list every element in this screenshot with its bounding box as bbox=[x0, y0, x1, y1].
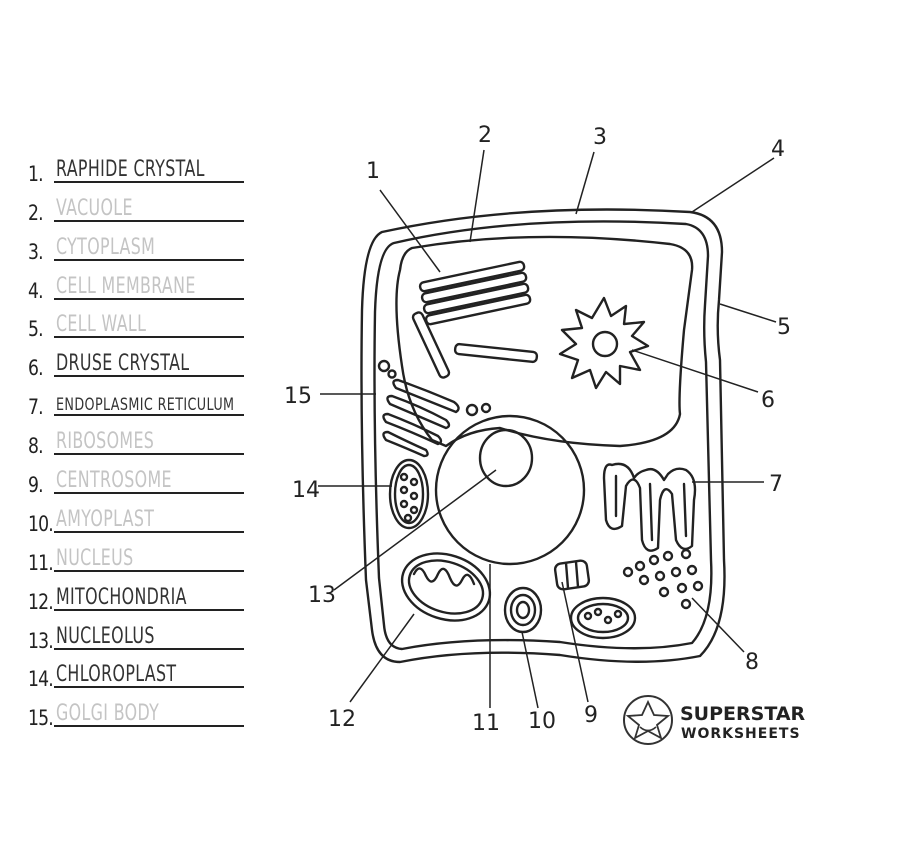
answer-row-15: 15.GOLGI BODY bbox=[28, 690, 258, 729]
answer-row-5: 5. CELL WALL bbox=[28, 302, 258, 341]
answer-line bbox=[54, 414, 244, 417]
golgi-body bbox=[377, 359, 492, 458]
answer-row-4: 4. CELL MEMBRANE bbox=[28, 263, 258, 302]
callout-15: 15 bbox=[284, 384, 312, 409]
answer-text: MITOCHONDRIA bbox=[56, 584, 187, 610]
answer-text: RIBOSOMES bbox=[56, 429, 155, 455]
answer-text: GOLGI BODY bbox=[56, 701, 160, 727]
answer-line bbox=[54, 569, 244, 572]
answer-row-7: 7. ENDOPLASMIC RETICULUM bbox=[28, 379, 258, 418]
chloroplast bbox=[388, 458, 430, 530]
callout-5: 5 bbox=[777, 315, 791, 340]
callout-numbers: 1 2 3 4 5 6 7 8 9 10 11 12 13 14 15 bbox=[284, 123, 791, 736]
callout-4: 4 bbox=[771, 137, 785, 162]
answer-number: 5. bbox=[28, 317, 44, 342]
answer-line bbox=[54, 686, 244, 689]
callout-12: 12 bbox=[328, 707, 356, 732]
mitochondria bbox=[400, 552, 492, 622]
raphide-crystal bbox=[411, 260, 539, 379]
answer-text: NUCLEUS bbox=[56, 545, 134, 571]
answer-row-6: 6. DRUSE CRYSTAL bbox=[28, 340, 258, 379]
answer-text: CYTOPLASM bbox=[56, 234, 156, 260]
answer-text: AMYOPLAST bbox=[56, 506, 155, 532]
centrosome bbox=[553, 559, 591, 591]
callout-10: 10 bbox=[528, 709, 556, 734]
answer-number: 14. bbox=[28, 667, 54, 692]
answer-number: 10. bbox=[28, 511, 54, 536]
answer-row-8: 8. RIBOSOMES bbox=[28, 418, 258, 457]
vacuole bbox=[395, 235, 694, 448]
answer-line bbox=[54, 375, 244, 378]
answer-line bbox=[54, 453, 244, 456]
answer-number: 13. bbox=[28, 628, 54, 653]
answer-row-12: 12.MITOCHONDRIA bbox=[28, 574, 258, 613]
answer-number: 7. bbox=[28, 395, 44, 420]
answer-row-9: 9. CENTROSOME bbox=[28, 457, 258, 496]
logo-line1: SUPERSTAR bbox=[680, 703, 806, 725]
callout-11: 11 bbox=[472, 711, 500, 736]
callout-3: 3 bbox=[593, 125, 607, 150]
cell-membrane bbox=[373, 220, 713, 651]
answer-number: 6. bbox=[28, 356, 44, 381]
answer-line bbox=[54, 297, 244, 300]
answer-row-13: 13.NUCLEOLUS bbox=[28, 613, 258, 652]
callout-6: 6 bbox=[761, 388, 775, 413]
answer-row-3: 3. CYTOPLASM bbox=[28, 224, 258, 263]
callout-2: 2 bbox=[478, 123, 492, 148]
endoplasmic-reticulum bbox=[602, 462, 697, 552]
answer-line bbox=[54, 219, 244, 222]
callout-8: 8 bbox=[745, 650, 759, 675]
answer-row-11: 11.NUCLEUS bbox=[28, 535, 258, 574]
callout-1: 1 bbox=[366, 159, 380, 184]
star-face-icon bbox=[623, 695, 673, 745]
nucleus bbox=[434, 414, 586, 566]
callout-13: 13 bbox=[308, 583, 336, 608]
answer-list: 1.RAPHIDE CRYSTAL 2.VACUOLE 3.CYTOPLASM … bbox=[28, 146, 258, 729]
answer-row-1: 1. RAPHIDE CRYSTAL bbox=[28, 146, 258, 185]
answer-number: 3. bbox=[28, 239, 44, 264]
cell-wall bbox=[360, 208, 726, 664]
answer-number: 2. bbox=[28, 200, 44, 225]
answer-text: CHLOROPLAST bbox=[56, 662, 177, 688]
callout-7: 7 bbox=[769, 472, 783, 497]
superstar-logo: SUPERSTAR WORKSHEETS bbox=[623, 695, 806, 745]
answer-number: 15. bbox=[28, 706, 54, 731]
answer-text: VACUOLE bbox=[56, 195, 133, 221]
answer-text: CELL WALL bbox=[56, 312, 147, 338]
answer-text: DRUSE CRYSTAL bbox=[56, 351, 190, 377]
ribosomes bbox=[622, 548, 704, 610]
answer-number: 1. bbox=[28, 161, 44, 186]
answer-line bbox=[54, 647, 244, 650]
callout-14: 14 bbox=[292, 478, 320, 503]
answer-line bbox=[54, 336, 244, 339]
answer-row-10: 10.AMYOPLAST bbox=[28, 496, 258, 535]
answer-line bbox=[54, 608, 244, 611]
answer-text: RAPHIDE CRYSTAL bbox=[56, 156, 205, 182]
answer-line bbox=[54, 180, 244, 183]
nucleolus bbox=[478, 428, 534, 488]
answer-text: CENTROSOME bbox=[56, 468, 172, 494]
answer-text: NUCLEOLUS bbox=[56, 623, 155, 649]
logo-line2: WORKSHEETS bbox=[681, 726, 801, 742]
answer-number: 4. bbox=[28, 278, 44, 303]
leader-lines bbox=[318, 149, 777, 709]
callout-9: 9 bbox=[584, 703, 598, 728]
druse-crystal bbox=[558, 296, 650, 390]
answer-line bbox=[54, 258, 244, 261]
answer-number: 11. bbox=[28, 550, 54, 575]
amyoplast bbox=[503, 586, 543, 634]
answer-number: 12. bbox=[28, 589, 54, 614]
mitochondrion bbox=[569, 596, 637, 640]
answer-line bbox=[54, 492, 244, 495]
answer-row-2: 2. VACUOLE bbox=[28, 185, 258, 224]
answer-text: CELL MEMBRANE bbox=[56, 273, 196, 299]
answer-number: 8. bbox=[28, 434, 44, 459]
answer-number: 9. bbox=[28, 473, 44, 498]
answer-row-14: 14.CHLOROPLAST bbox=[28, 652, 258, 691]
answer-line bbox=[54, 530, 244, 533]
answer-text: ENDOPLASMIC RETICULUM bbox=[56, 395, 235, 416]
answer-line bbox=[54, 725, 244, 728]
